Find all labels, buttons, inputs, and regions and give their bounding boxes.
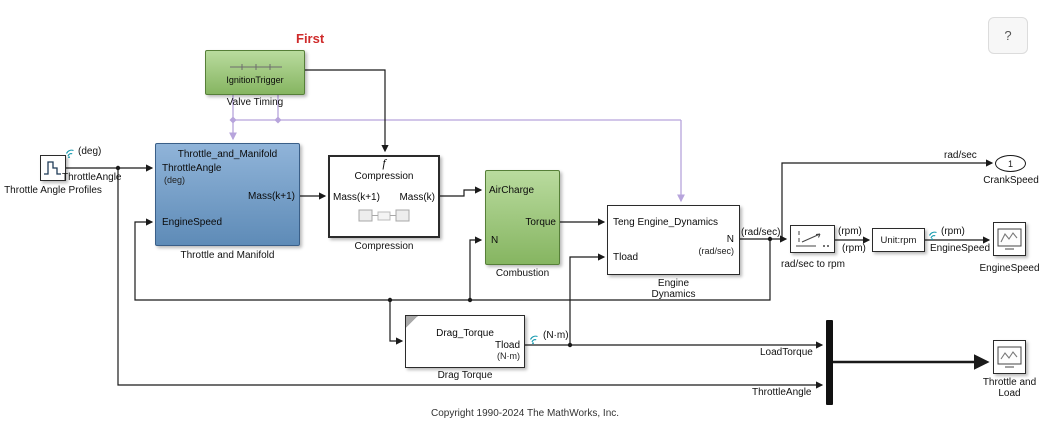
- port-unit-nm: (N·m): [497, 351, 520, 361]
- wire-speed-feedback[interactable]: [134, 218, 771, 301]
- crankspeed-label: CrankSpeed: [983, 175, 1039, 186]
- branch-dot: [467, 297, 473, 303]
- function-call-icon: f: [382, 156, 386, 170]
- combustion-block[interactable]: AirCharge Torque N: [485, 170, 560, 265]
- port-unit-deg: (deg): [164, 175, 186, 185]
- port-label-n-out: N: [726, 234, 734, 245]
- wire-valvetiming-compression[interactable]: [305, 69, 389, 153]
- logging-badge-icon: [928, 227, 939, 241]
- signal-label-throttleangle-bottom: ThrottleAngle: [752, 387, 812, 398]
- fold-corner-icon: [406, 316, 418, 328]
- help-button[interactable]: ?: [988, 17, 1028, 54]
- throttle-and-manifold-label: Throttle and Manifold: [180, 250, 275, 261]
- signal-preview-icon: [230, 64, 282, 70]
- logging-badge-icon: [529, 331, 540, 345]
- signal-waveform-icon: [44, 161, 61, 175]
- valve-timing-block[interactable]: IgnitionTrigger: [205, 50, 305, 95]
- logging-badge-icon: [65, 145, 76, 159]
- valve-timing-inner-label: IgnitionTrigger: [226, 75, 284, 85]
- unit-rpm-block[interactable]: Unit:rpm: [872, 228, 925, 252]
- signal-label-throttleangle: ThrottleAngle: [62, 172, 122, 183]
- scope-icon: [997, 346, 1022, 368]
- branch-dot: [387, 297, 393, 303]
- port-label-tload: Tload: [613, 252, 639, 263]
- drag-torque-block[interactable]: Drag_Torque Tload (N·m): [405, 315, 525, 368]
- wire-tload-engine[interactable]: [569, 253, 606, 345]
- annotation-first: First: [296, 31, 325, 46]
- throttle-and-manifold-block[interactable]: Throttle_and_Manifold ThrottleAngle (deg…: [155, 143, 300, 246]
- subsystem-preview-icon: [358, 209, 410, 222]
- port-label-enginespeed: EngineSpeed: [162, 217, 223, 228]
- throttle-angle-profiles-label: Throttle Angle Profiles: [4, 185, 102, 196]
- throttle-angle-profiles-block[interactable]: [40, 155, 66, 181]
- compression-label: Compression: [354, 241, 414, 252]
- signal-label-radsec-paren: (rad/sec): [741, 227, 781, 238]
- drag-torque-label: Drag Torque: [437, 370, 493, 381]
- compression-block[interactable]: f Compression Mass(k+1) Mass(k): [328, 155, 440, 238]
- conversion-icon: [796, 231, 829, 247]
- port-label-mass-out: Mass(k+1): [248, 191, 295, 202]
- trigger-branch-diamond: [229, 116, 237, 124]
- wire-mass-combustion[interactable]: [440, 186, 483, 197]
- copyright-annotation: Copyright 1990-2024 The MathWorks, Inc.: [430, 408, 620, 419]
- signal-label-loadtorque: LoadTorque: [760, 347, 813, 358]
- wire-n-dragtorque[interactable]: [389, 300, 404, 345]
- signal-label-radsec: rad/sec: [944, 150, 977, 161]
- throttle-load-scope-block[interactable]: [993, 340, 1026, 374]
- crankspeed-outport[interactable]: 1: [995, 155, 1026, 172]
- signal-label-rpm-top: (rpm): [838, 226, 862, 237]
- rad-sec-to-rpm-block[interactable]: [790, 225, 835, 253]
- trigger-branch-diamond: [274, 116, 282, 124]
- engine-dynamics-label: Engine Dynamics: [651, 278, 696, 300]
- port-label-torque: Torque: [525, 217, 556, 228]
- enginespeed-scope-label: EngineSpeed: [979, 263, 1040, 274]
- signal-label-enginespeed: EngineSpeed: [930, 243, 991, 254]
- compression-title: Compression: [354, 171, 414, 182]
- throttle-load-scope-label: Throttle and Load: [982, 377, 1037, 399]
- rad-sec-to-rpm-label: rad/sec to rpm: [781, 259, 845, 270]
- scope-icon: [997, 228, 1022, 250]
- combustion-label: Combustion: [495, 268, 550, 279]
- port-label-mass-in: Mass(k+1): [333, 192, 380, 203]
- port-label-tload-out: Tload: [494, 340, 520, 351]
- valve-timing-label: Valve Timing: [226, 97, 284, 108]
- signal-label-nm: (N·m): [543, 330, 569, 341]
- engine-dynamics-block[interactable]: Teng Engine_Dynamics Tload N (rad/sec): [607, 205, 740, 275]
- drag-torque-title: Drag_Torque: [436, 328, 494, 339]
- signal-label-rpm-bottom: (rpm): [842, 243, 866, 254]
- enginespeed-scope-block[interactable]: [993, 222, 1026, 256]
- throttle-and-manifold-title: Throttle_and_Manifold: [177, 149, 278, 160]
- port-unit-radsec: (rad/sec): [698, 246, 734, 256]
- port-label-aircharge: AirCharge: [489, 185, 535, 196]
- branch-dot: [767, 236, 773, 242]
- port-label-mass-k: Mass(k): [399, 192, 435, 203]
- branch-dot: [779, 236, 785, 242]
- wire-throttleangle-mux[interactable]: [117, 168, 824, 389]
- mux-block[interactable]: [826, 320, 833, 405]
- signal-label-rpm-out: (rpm): [941, 226, 965, 237]
- branch-dot: [115, 165, 121, 171]
- wire-n-combustion[interactable]: [469, 236, 483, 300]
- port-label-n: N: [491, 235, 499, 246]
- branch-dot: [567, 342, 573, 348]
- wire-crankspeed-out[interactable]: [781, 159, 994, 239]
- signal-label-deg: (deg): [78, 146, 102, 157]
- engine-dynamics-title: Teng Engine_Dynamics: [613, 217, 719, 228]
- port-label-throttleangle: ThrottleAngle: [162, 163, 222, 174]
